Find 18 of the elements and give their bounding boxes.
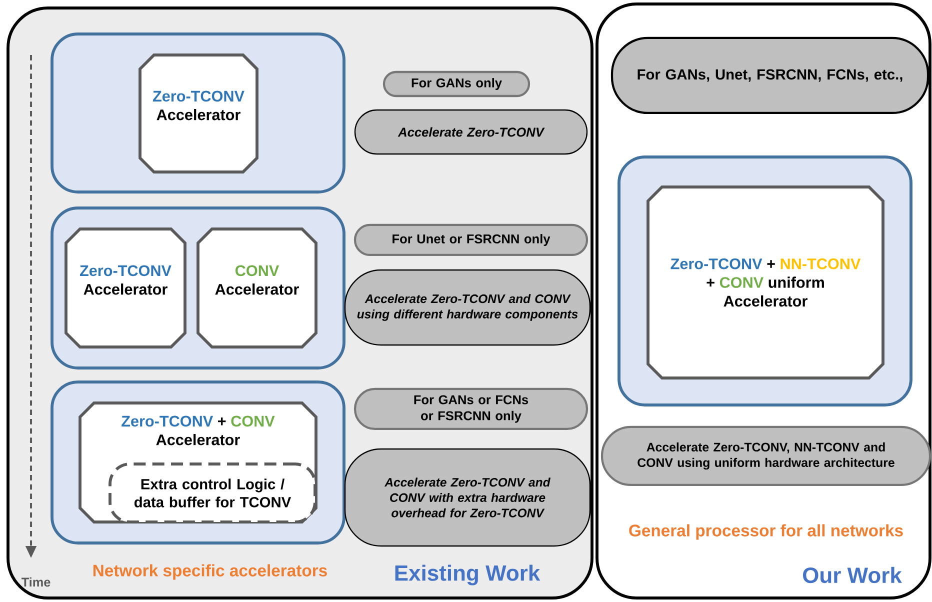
panel-caption: General processor for all networks bbox=[629, 524, 903, 540]
note-pill: For Unet or FSRCNN only bbox=[354, 224, 588, 256]
note-pill: For GANs or FCNs or FSRCNN only bbox=[354, 388, 588, 430]
axis-label: Time bbox=[21, 577, 50, 587]
accelerator-box: Zero-TCONV Accelerator bbox=[138, 54, 258, 174]
buffer-box: Extra control Logic / data buffer for TCONV bbox=[108, 462, 316, 524]
accelerator-box: Zero-TCONV Accelerator bbox=[64, 228, 186, 348]
note-pill: Accelerate Zero-TCONV and CONV using different hardware components bbox=[344, 269, 591, 346]
note-pill: For GANs, Unet, FSRCNN, FCNs, etc., bbox=[610, 36, 930, 114]
panel-heading: Our Work bbox=[803, 566, 902, 584]
accelerator-box: CONV Accelerator bbox=[196, 228, 318, 348]
accelerator-box: Zero-TCONV + NN-TCONV + CONV uniform Accelerator bbox=[646, 186, 884, 380]
note-pill: Accelerate Zero-TCONV and CONV with extra hardware overhead for Zero-TCONV bbox=[344, 448, 591, 547]
panel-heading: Existing Work bbox=[395, 564, 540, 586]
note-pill: Accelerate Zero-TCONV, NN-TCONV and CONV using uniform hardware architecture bbox=[600, 426, 932, 486]
note-pill: Accelerate Zero-TCONV bbox=[354, 109, 588, 155]
note-pill: For GANs only bbox=[382, 70, 530, 98]
panel-caption: Network specific accelerators bbox=[93, 564, 327, 580]
